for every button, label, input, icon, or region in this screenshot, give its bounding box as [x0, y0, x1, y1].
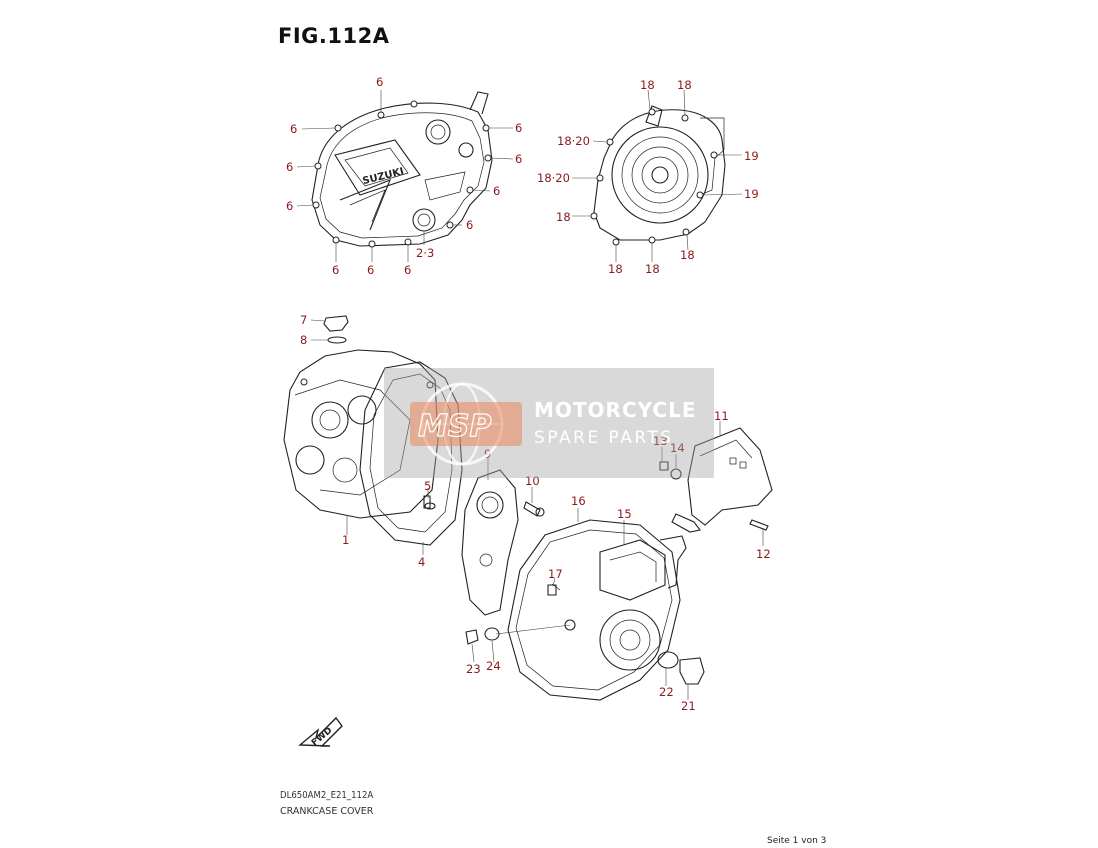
clutch-cover-drawing: SUZUKI	[311, 91, 493, 248]
callout-13: 13	[653, 434, 668, 448]
callout-19: 19	[744, 149, 759, 163]
callout-6: 6	[367, 263, 374, 277]
callout-18: 18	[640, 78, 655, 92]
callout-16: 16	[571, 494, 586, 508]
callout-6: 6	[286, 160, 293, 174]
callout-6: 6	[332, 263, 339, 277]
small-parts-drawing	[423, 461, 769, 685]
callout-11: 11	[714, 409, 729, 423]
callout-24: 24	[486, 659, 501, 673]
callout-10: 10	[525, 474, 540, 488]
callout-22: 22	[659, 685, 674, 699]
callout-6: 6	[376, 75, 383, 89]
callout-12: 12	[756, 547, 771, 561]
callout-6: 6	[515, 121, 522, 135]
callout-18: 18	[556, 210, 571, 224]
callout-14: 14	[670, 441, 685, 455]
page-indicator: Seite 1 von 3	[767, 836, 827, 846]
callout-18: 18	[677, 78, 692, 92]
watermark-banner: MSP MOTORCYCLE SPARE PARTS	[384, 368, 714, 478]
callout-2-3: 2·3	[416, 246, 434, 260]
fwd-arrow-drawing: FWD	[298, 716, 343, 749]
gasket-9-drawing	[461, 469, 519, 616]
exploded-leaders	[310, 319, 764, 700]
callout-7: 7	[300, 313, 307, 327]
watermark-logo-icon: MSP	[410, 382, 522, 466]
callout-18-20: 18·20	[537, 171, 570, 185]
watermark-logo-text: MSP	[418, 409, 491, 444]
callout-6: 6	[404, 263, 411, 277]
callout-1: 1	[342, 533, 349, 547]
callout-19: 19	[744, 187, 759, 201]
callout-6: 6	[515, 152, 522, 166]
callout-17: 17	[548, 567, 563, 581]
generator-cover-drawing	[590, 105, 726, 246]
callout-18: 18	[680, 248, 695, 262]
callout-6: 6	[493, 184, 500, 198]
brand-logo-text: SUZUKI	[362, 166, 406, 187]
clutch-cover-leaders	[296, 90, 514, 262]
sprocket-cover-11-drawing	[671, 427, 773, 533]
generator-cover-leaders	[572, 89, 743, 262]
callout-6: 6	[466, 218, 473, 232]
bolt-10-drawing	[523, 501, 545, 517]
callout-8: 8	[300, 333, 307, 347]
figure-title: FIG.112A	[278, 24, 390, 48]
callout-6: 6	[286, 199, 293, 213]
watermark-line1: MOTORCYCLE	[534, 398, 697, 422]
callout-18: 18	[608, 262, 623, 276]
generator-cover-callouts: 18 18 18·20 18·20 18 18 18 18 19 19	[537, 78, 759, 276]
watermark-line2: SPARE PARTS	[534, 428, 674, 448]
callout-23: 23	[466, 662, 481, 676]
callout-6: 6	[290, 122, 297, 136]
clutch-cover-callouts: 6 6 6 6 6 6 6 6 6 6 6 2·3	[286, 75, 522, 277]
oil-filler-cap-drawing	[323, 315, 349, 344]
figure-code: DL650AM2_E21_112A	[280, 790, 374, 801]
callout-15: 15	[617, 507, 632, 521]
callout-5: 5	[424, 479, 431, 493]
callout-18-20: 18·20	[557, 134, 590, 148]
callout-18: 18	[645, 262, 660, 276]
callout-4: 4	[418, 555, 425, 569]
figure-name: CRANKCASE COVER	[280, 806, 374, 817]
generator-cover-assembly-drawing	[507, 519, 687, 701]
callout-21: 21	[681, 699, 696, 713]
